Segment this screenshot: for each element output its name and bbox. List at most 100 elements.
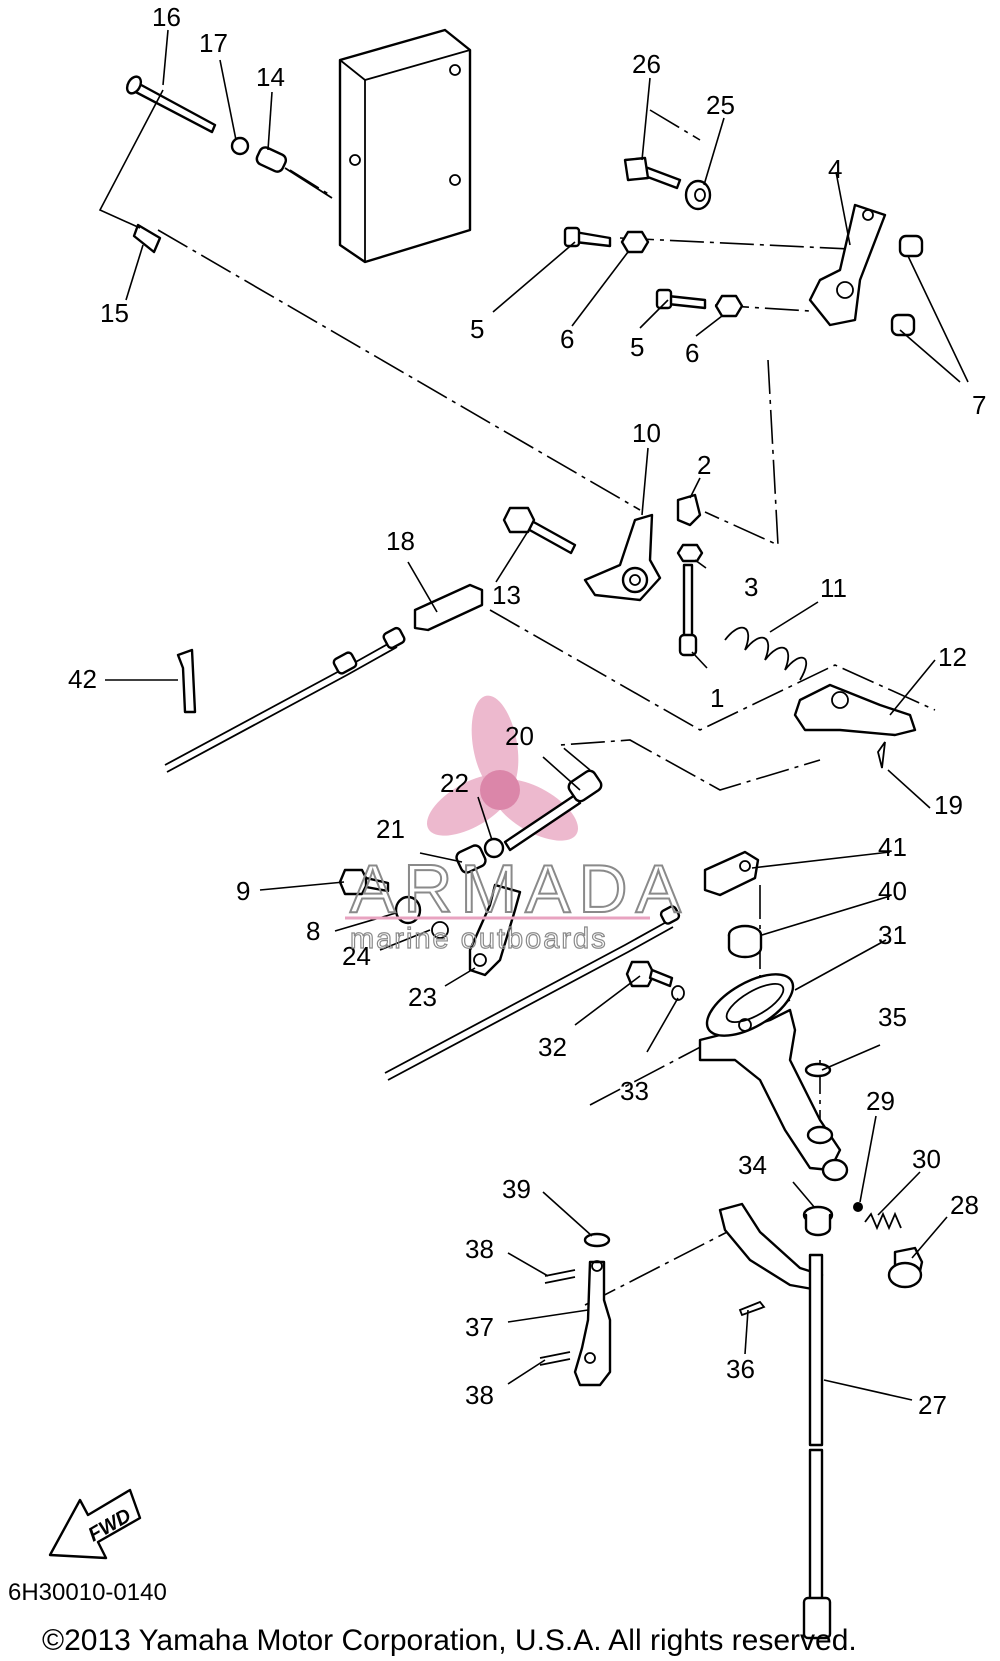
callout-5a: 5 xyxy=(470,314,484,344)
callout-13: 13 xyxy=(492,580,521,610)
nut-3 xyxy=(676,543,704,563)
callout-8: 8 xyxy=(306,916,320,946)
callout-34: 34 xyxy=(738,1150,767,1180)
watermark-tagline: marine outboards xyxy=(350,923,608,955)
control-cable-2 xyxy=(384,905,681,1081)
callout-17: 17 xyxy=(199,28,228,58)
callout-6a: 6 xyxy=(560,324,574,354)
bolt-32 xyxy=(625,960,674,988)
callout-16: 16 xyxy=(152,2,181,32)
collar-14 xyxy=(255,146,333,199)
callout-40: 40 xyxy=(878,876,907,906)
callout-30: 30 xyxy=(912,1144,941,1174)
screw-5a xyxy=(563,226,612,248)
callout-11: 11 xyxy=(820,573,847,603)
lever-37 xyxy=(573,1260,612,1387)
watermark-brand: ARMADA xyxy=(350,851,689,927)
callout-38b: 38 xyxy=(465,1380,494,1410)
callout-4: 4 xyxy=(828,154,842,184)
bolt-9 xyxy=(338,868,390,896)
plug-28 xyxy=(887,1246,924,1289)
callout-32: 32 xyxy=(538,1032,567,1062)
joint-41 xyxy=(703,850,760,897)
cap-7a xyxy=(898,234,924,258)
spring-30 xyxy=(864,1211,902,1231)
callout-12: 12 xyxy=(938,642,967,672)
pin-38a xyxy=(544,1269,576,1284)
lever-12 xyxy=(793,683,917,737)
callout-26: 26 xyxy=(632,49,661,79)
grommet-40 xyxy=(727,924,763,959)
rod-1 xyxy=(678,563,698,657)
callout-6b: 6 xyxy=(685,338,699,368)
ball-29 xyxy=(853,1202,863,1212)
washer-33 xyxy=(671,985,685,1001)
pin-36 xyxy=(738,1300,766,1317)
screw-5b xyxy=(655,288,707,310)
control-cable-1 xyxy=(164,626,406,773)
nut-17 xyxy=(230,136,250,156)
clip-24 xyxy=(431,921,449,939)
nut-6a xyxy=(620,230,650,254)
washer-35 xyxy=(804,1062,832,1078)
callout-33: 33 xyxy=(620,1076,649,1106)
bracket-31 xyxy=(698,973,849,1182)
bolt-26 xyxy=(623,156,682,190)
callout-29: 29 xyxy=(866,1086,895,1116)
callout-42: 42 xyxy=(68,664,97,694)
callout-9: 9 xyxy=(236,876,250,906)
fwd-arrow-icon: FWD xyxy=(48,1488,142,1560)
callout-24: 24 xyxy=(342,941,371,971)
armada-propeller-logo xyxy=(427,695,578,841)
pin-38b xyxy=(539,1351,571,1366)
callout-3: 3 xyxy=(744,572,758,602)
callout-21: 21 xyxy=(376,814,405,844)
callout-5b: 5 xyxy=(630,332,644,362)
washer-39 xyxy=(583,1232,611,1248)
callout-31: 31 xyxy=(878,920,907,950)
callout-19: 19 xyxy=(934,790,963,820)
callout-7: 7 xyxy=(972,390,986,420)
cap-7b xyxy=(890,313,916,337)
callout-25: 25 xyxy=(706,90,735,120)
part-2 xyxy=(676,493,702,527)
callout-36: 36 xyxy=(726,1354,755,1384)
callout-14: 14 xyxy=(256,62,285,92)
callout-22: 22 xyxy=(440,768,469,798)
collar-22 xyxy=(483,837,505,859)
callout-38a: 38 xyxy=(465,1234,494,1264)
callout-10: 10 xyxy=(632,418,661,448)
clip-42 xyxy=(176,648,197,714)
bushing-34 xyxy=(802,1205,834,1237)
rod-20 xyxy=(503,769,603,852)
callout-23: 23 xyxy=(408,982,437,1012)
clip-15 xyxy=(132,223,162,254)
bolt-16 xyxy=(125,75,217,134)
control-box-housing xyxy=(338,28,472,264)
fitting-21 xyxy=(455,844,487,874)
callout-2: 2 xyxy=(697,450,711,480)
callout-39: 39 xyxy=(502,1174,531,1204)
callout-18: 18 xyxy=(386,526,415,556)
callout-20: 20 xyxy=(505,721,534,751)
callout-15: 15 xyxy=(100,298,129,328)
spring-11 xyxy=(724,626,808,681)
link-23 xyxy=(468,883,522,977)
callout-37: 37 xyxy=(465,1312,494,1342)
lever-10 xyxy=(583,513,662,602)
diagram-code: 6H30010-0140 xyxy=(8,1579,167,1606)
callout-28: 28 xyxy=(950,1190,979,1220)
bolt-13 xyxy=(502,506,577,555)
bushing-25 xyxy=(684,179,712,211)
pin-19 xyxy=(877,741,886,769)
grip-18 xyxy=(413,583,484,632)
copyright-notice: ©2013 Yamaha Motor Corporation, U.S.A. A… xyxy=(42,1624,857,1657)
callout-35: 35 xyxy=(878,1002,907,1032)
callout-1: 1 xyxy=(710,683,724,713)
shift-shaft-27 xyxy=(802,1253,832,1640)
callout-27: 27 xyxy=(918,1390,947,1420)
callout-41: 41 xyxy=(878,832,907,862)
nut-6b xyxy=(714,294,744,318)
lever-4 xyxy=(808,203,887,327)
